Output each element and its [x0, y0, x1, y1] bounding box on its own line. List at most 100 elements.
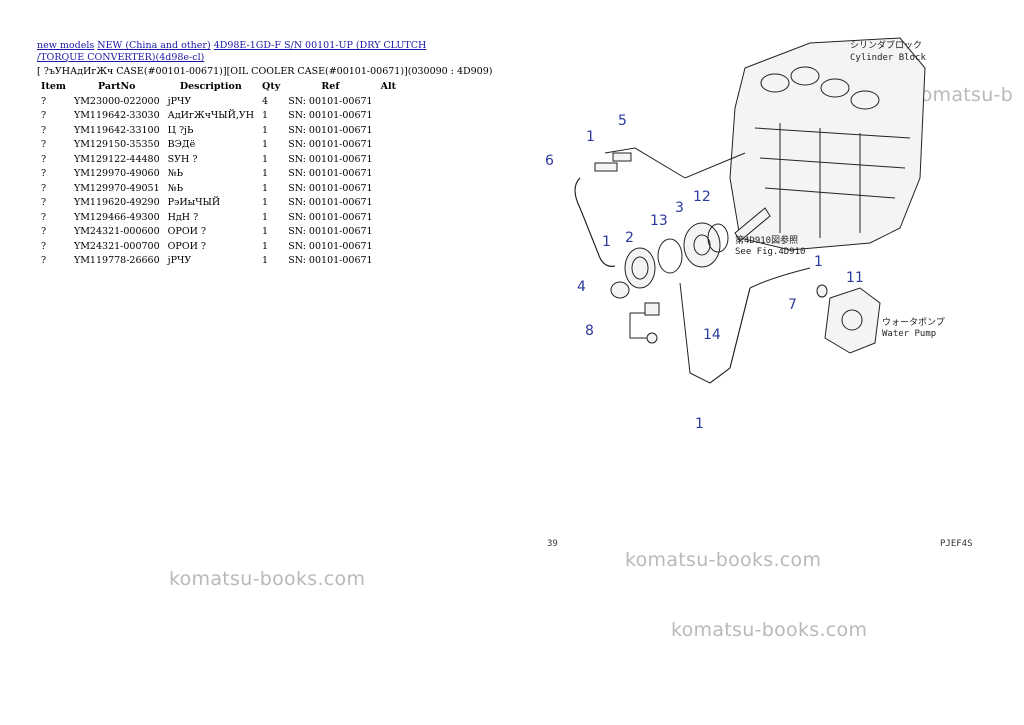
page-subtitle: [ ?ъУНАдИгЖч CASE(#00101-00671)][OIL COO…: [37, 66, 493, 77]
callout-1-right: 1: [814, 254, 823, 270]
cell-item: ?: [41, 211, 47, 223]
cell-description: јРЧУ: [167, 255, 192, 267]
cell-item: ?: [41, 124, 47, 136]
cell-ref: SN: 00101-00671: [288, 168, 373, 180]
cell-item: ?: [41, 139, 47, 151]
cell-ref: SN: 00101-00671: [288, 124, 373, 136]
col-alt: Alt: [380, 81, 396, 92]
cell-qty: 1: [262, 168, 269, 180]
callout-1-top: 1: [586, 129, 595, 145]
cell-qty: 1: [262, 197, 269, 209]
cell-description: ОРОИ ?: [167, 226, 207, 238]
breadcrumb: new models NEW (China and other) 4D98E-1…: [37, 40, 467, 64]
watermark-center: komatsu-books.com: [625, 549, 822, 571]
exploded-parts-diagram: シリンダブロック Cylinder Block 第4D910図参照 See Fi…: [545, 37, 945, 432]
cylinder-block-drawing: [729, 37, 926, 251]
cell-partno: YM119778-26660: [73, 255, 160, 267]
label-see-en: See Fig.4D910: [735, 247, 805, 257]
cell-description: №Ь: [167, 168, 184, 180]
callout-12: 12: [693, 189, 711, 205]
cell-partno: YM24321-000700: [73, 240, 160, 252]
cell-item: ?: [41, 182, 47, 194]
cell-partno: YM129970-49051: [73, 182, 160, 194]
callout-6: 6: [545, 153, 554, 169]
breadcrumb-link-new-models[interactable]: new models: [37, 40, 95, 51]
callout-4: 4: [577, 279, 586, 295]
cell-partno: YM24321-000600: [73, 226, 160, 238]
label-pump-jp: ウォータポンプ: [882, 317, 945, 328]
cell-qty: 1: [262, 240, 269, 252]
breadcrumb-link-model[interactable]: 4D98E-1GD-F S/N 00101-UP (DRY CLUTCH /TO…: [37, 40, 427, 63]
table-row: ? YM129466-49300 НдН ? 1 SN: 00101-00671: [37, 210, 400, 225]
cell-ref: SN: 00101-00671: [288, 226, 373, 238]
cell-alt: [377, 225, 400, 240]
cell-alt: [377, 123, 400, 138]
cell-description: јРЧУ: [167, 95, 192, 107]
cell-item: ?: [41, 240, 47, 252]
cell-alt: [377, 254, 400, 269]
table-row: ? YM129970-49051 №Ь 1 SN: 00101-00671: [37, 181, 400, 196]
cell-qty: 1: [262, 211, 269, 223]
cell-qty: 1: [262, 182, 269, 194]
cell-ref: SN: 00101-00671: [288, 240, 373, 252]
callout-1-bottom: 1: [695, 416, 704, 432]
table-row: ? YM24321-000700 ОРОИ ? 1 SN: 00101-00671: [37, 239, 400, 254]
cell-description: НдН ?: [167, 211, 199, 223]
cell-description: АдИгЖчЧЫЙ,УН: [167, 110, 255, 122]
cell-item: ?: [41, 226, 47, 238]
cell-ref: SN: 00101-00671: [288, 255, 373, 267]
cell-description: №Ь: [167, 182, 184, 194]
cell-item: ?: [41, 197, 47, 209]
cell-ref: SN: 00101-00671: [288, 139, 373, 151]
water-pump-drawing: [816, 284, 881, 354]
col-partno: PartNo: [98, 81, 136, 92]
cell-description: Ц ?jЬ: [167, 124, 194, 136]
col-qty: Qty: [262, 81, 281, 92]
oil-cooler-drawing: [610, 207, 771, 299]
cell-partno: YM23000-022000: [73, 95, 160, 107]
cell-ref: SN: 00101-00671: [288, 211, 373, 223]
cell-alt: [377, 196, 400, 211]
page-number-left: 39: [547, 539, 558, 549]
callout-8: 8: [585, 323, 594, 339]
cell-ref: SN: 00101-00671: [288, 95, 373, 107]
cell-item: ?: [41, 255, 47, 267]
cell-partno: YM129122-44480: [73, 153, 160, 165]
callout-7: 7: [788, 297, 797, 313]
breadcrumb-link-region[interactable]: NEW (China and other): [97, 40, 211, 51]
cell-ref: SN: 00101-00671: [288, 153, 373, 165]
cell-alt: [377, 167, 400, 182]
label-block-jp: シリンダブロック: [850, 39, 922, 51]
watermark-bottom: komatsu-books.com: [671, 619, 868, 641]
hose-drawing: [574, 147, 811, 384]
cell-partno: YM119642-33030: [73, 110, 160, 122]
cell-description: ОРОИ ?: [167, 240, 207, 252]
callout-1-mid: 1: [602, 234, 611, 250]
cell-partno: YM129150-35350: [73, 139, 160, 151]
cell-ref: SN: 00101-00671: [288, 110, 373, 122]
callout-5: 5: [618, 113, 627, 129]
cell-item: ?: [41, 110, 47, 122]
cell-description: ВЭДё: [167, 139, 196, 151]
cell-partno: YM119620-49290: [73, 197, 160, 209]
label-block-en: Cylinder Block: [850, 53, 926, 63]
callout-14: 14: [703, 327, 721, 343]
cell-qty: 1: [262, 226, 269, 238]
cell-qty: 1: [262, 124, 269, 136]
cell-ref: SN: 00101-00671: [288, 182, 373, 194]
table-row: ? YM24321-000600 ОРОИ ? 1 SN: 00101-00671: [37, 225, 400, 240]
col-ref: Ref: [321, 81, 340, 92]
callout-13: 13: [650, 213, 668, 229]
col-description: Description: [179, 81, 242, 92]
cell-partno: YM129466-49300: [73, 211, 160, 223]
callout-11: 11: [846, 270, 864, 286]
cell-description: РэИыЧЫЙ: [167, 197, 221, 209]
label-pump-en: Water Pump: [882, 329, 936, 339]
